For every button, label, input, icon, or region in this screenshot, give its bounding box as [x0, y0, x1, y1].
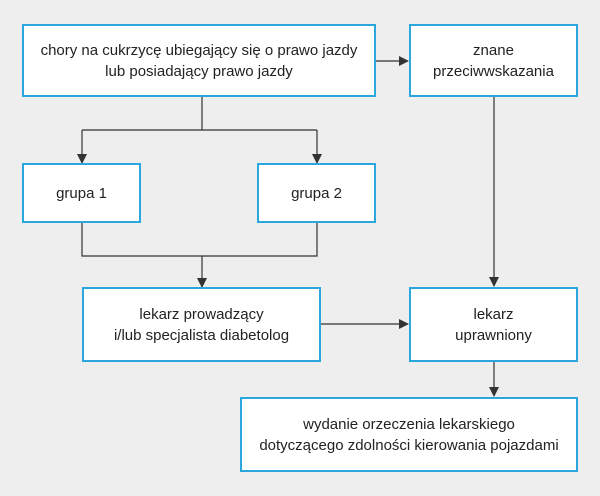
node-applicant: chory na cukrzycę ubiegający się o prawo…	[22, 24, 376, 97]
node-treating-doctor-label: lekarz prowadzący i/lub specjalista diab…	[113, 305, 290, 344]
node-group1-label: grupa 1	[56, 184, 107, 202]
node-contraindications: znane przeciwwskazania	[409, 24, 578, 97]
node-treating-doctor: lekarz prowadzący i/lub specjalista diab…	[82, 287, 321, 362]
node-applicant-label: chory na cukrzycę ubiegający się o prawo…	[40, 41, 358, 80]
node-certificate-label: wydanie orzeczenia lekarskiego dotyczące…	[259, 415, 559, 454]
node-contraindications-label: znane przeciwwskazania	[433, 41, 554, 80]
connector-applicant-split	[82, 97, 317, 131]
node-authorized-doctor-label: lekarz uprawniony	[455, 305, 532, 344]
node-group1: grupa 1	[22, 163, 141, 223]
connector-groups-merge	[81, 223, 318, 287]
node-group2-label: grupa 2	[291, 184, 342, 202]
node-group2: grupa 2	[257, 163, 376, 223]
node-authorized-doctor: lekarz uprawniony	[409, 287, 578, 362]
node-certificate: wydanie orzeczenia lekarskiego dotyczące…	[240, 397, 578, 472]
